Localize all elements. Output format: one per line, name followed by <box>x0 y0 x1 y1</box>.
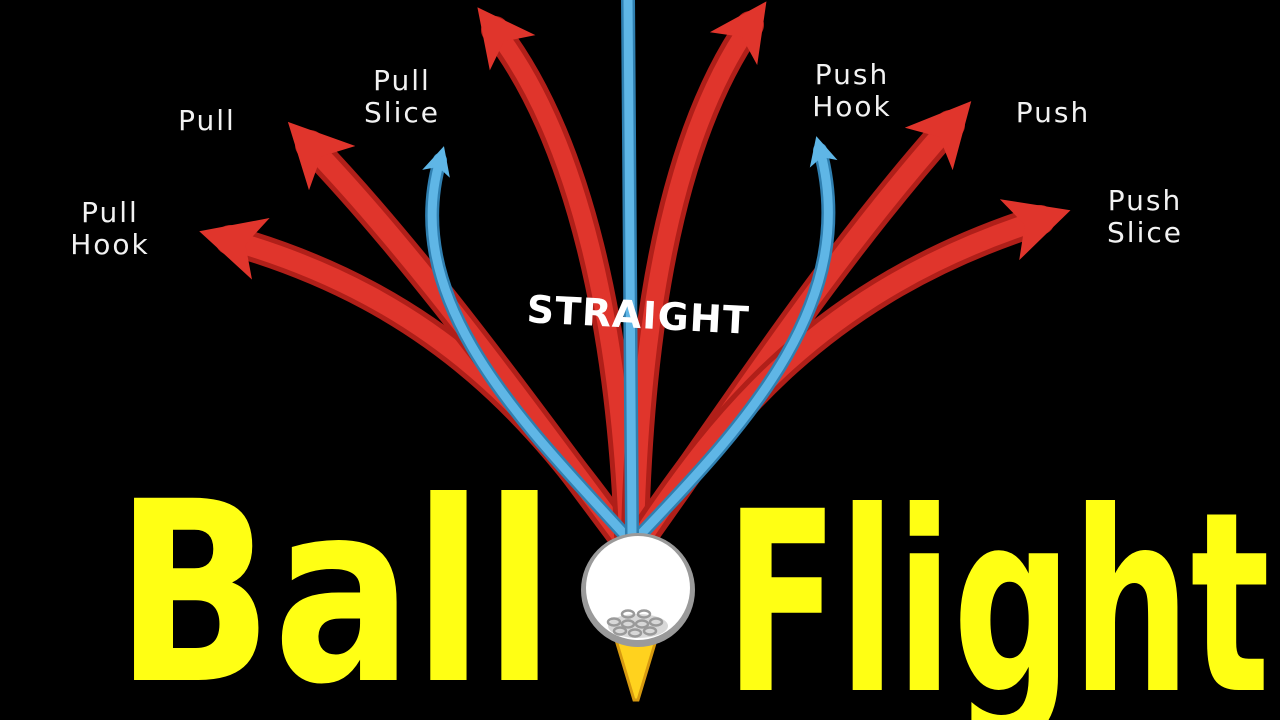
label-push-hook-line2: Hook <box>812 90 892 123</box>
label-push-hook-line1: Push <box>815 58 889 91</box>
trajectories <box>199 0 1071 555</box>
label-push-slice-line1: Push <box>1108 184 1182 217</box>
label-push: Push <box>1016 96 1090 129</box>
label-pull-slice-line1: Pull <box>373 64 431 97</box>
shot-labels: Pull Hook Pull Pull Slice Push Hook Push… <box>70 58 1183 261</box>
label-pull-slice-line2: Slice <box>364 96 440 129</box>
label-pull-hook-line2: Hook <box>70 228 150 261</box>
title-word-ball: Ball <box>115 448 555 720</box>
title-word-flight: Flight <box>725 458 1270 720</box>
label-pull: Pull <box>178 104 236 137</box>
label-push-slice-line2: Slice <box>1107 216 1183 249</box>
label-pull-hook-line1: Pull <box>81 196 139 229</box>
golf-ball-icon <box>581 533 695 702</box>
